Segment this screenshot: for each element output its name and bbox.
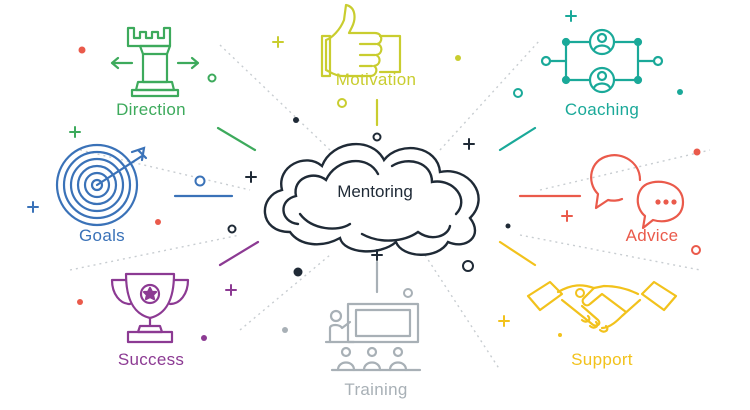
target-arrow-icon	[55, 143, 148, 227]
connectors	[173, 98, 582, 294]
label-support: Support	[571, 350, 633, 369]
trophy-icon	[110, 272, 190, 344]
cloud-icon	[263, 143, 480, 256]
handshake-icon	[526, 280, 678, 333]
label-goals: Goals	[79, 226, 125, 245]
label-coaching: Coaching	[564, 100, 640, 119]
label-motivation: Motivation	[335, 70, 417, 89]
center-label: Mentoring	[337, 182, 413, 201]
speech-bubbles-icon	[590, 154, 685, 230]
dotted-guides	[69, 39, 711, 371]
thumbs-up-icon	[320, 3, 402, 78]
presentation-icon	[324, 302, 422, 372]
label-success: Success	[117, 350, 185, 369]
people-network-icon	[540, 28, 664, 94]
label-direction: Direction	[116, 100, 186, 119]
plus-marks	[27, 10, 577, 327]
decorations	[77, 46, 701, 341]
chess-rook-icon	[110, 26, 200, 98]
label-advice: Advice	[625, 226, 679, 245]
label-training: Training	[344, 380, 408, 399]
